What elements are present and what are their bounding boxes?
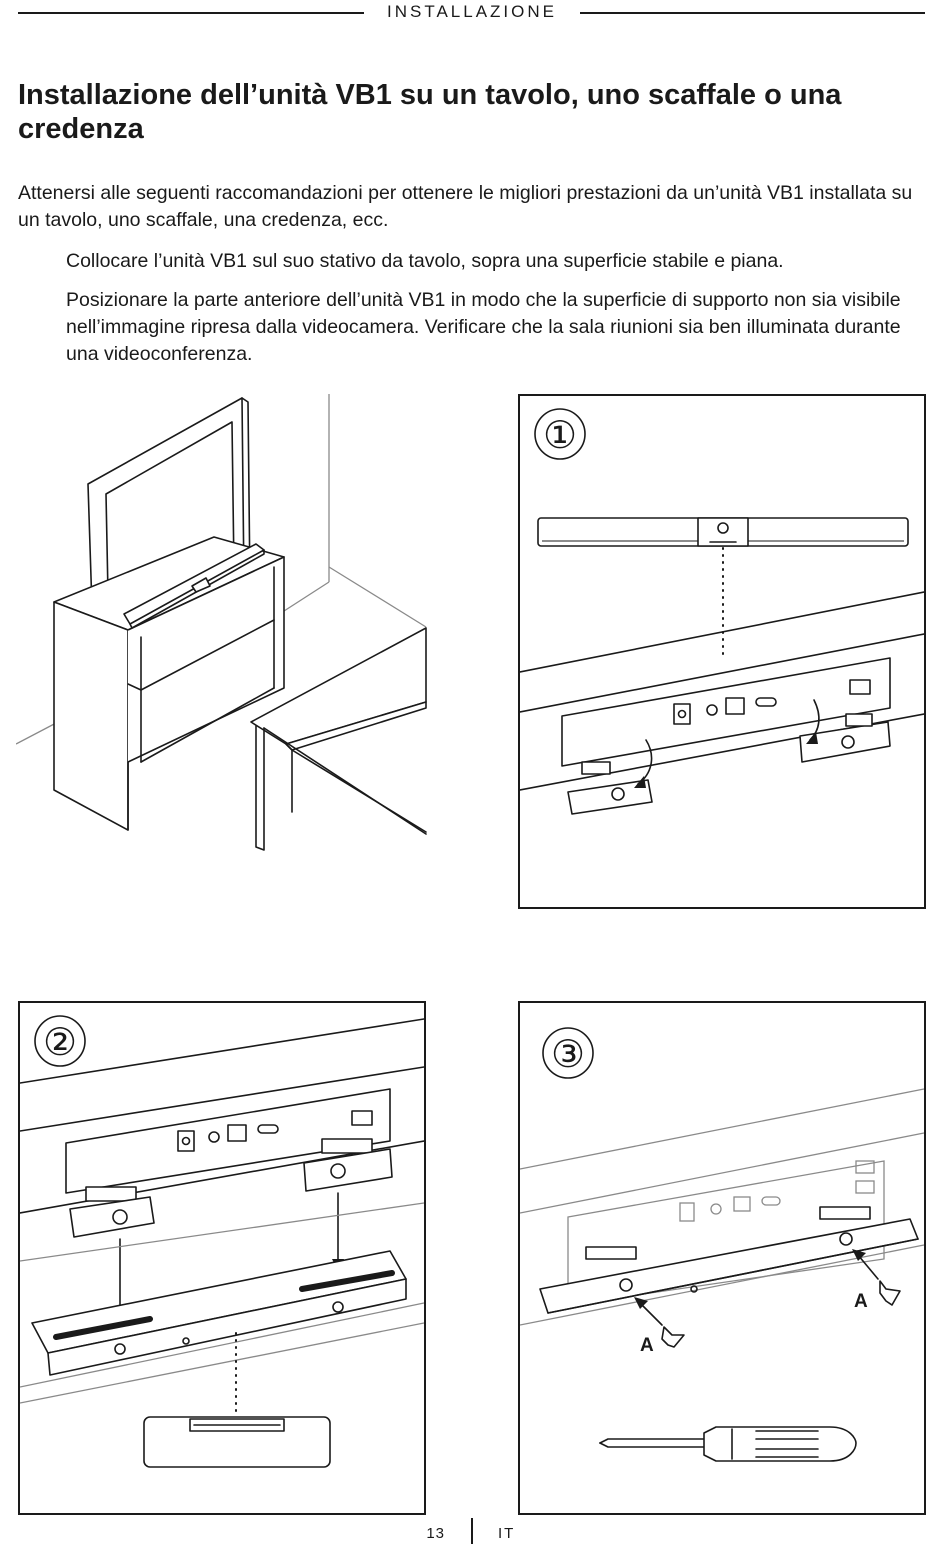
page-number: 13: [426, 1525, 445, 1542]
screw-a-left: [661, 1326, 685, 1348]
usbc-port-icon: [755, 697, 777, 707]
power-port-icon: [673, 703, 691, 725]
camera-lens-icon: [717, 522, 729, 534]
language-code: IT: [498, 1525, 516, 1542]
screw-label-left: A: [640, 1335, 654, 1356]
step-panel-3: ③ A A: [518, 1001, 926, 1515]
room-illustration-drawing: [16, 394, 427, 851]
bracket-left: [69, 1196, 155, 1238]
bracket-right: [303, 1148, 393, 1192]
step-number-3-circle: [542, 1027, 594, 1079]
instruction-positioning: Posizionare la parte anteriore dell’unit…: [66, 289, 901, 365]
intro-paragraph: Attenersi alle seguenti raccomandazioni …: [18, 182, 913, 231]
step-number-3-label: ③: [551, 1032, 585, 1076]
instruction-placement: Collocare l’unità VB1 sul suo stativo da…: [66, 250, 784, 272]
usb-port-icon: [227, 1124, 247, 1142]
room-illustration: [16, 392, 428, 854]
power-port-icon: [177, 1130, 195, 1152]
section-header-label: INSTALLAZIONE: [387, 2, 557, 21]
screwdriver-icon: [599, 1426, 857, 1462]
usb-port-icon: [725, 697, 745, 715]
step-number-1-label: ①: [543, 413, 577, 457]
section-header: INSTALLAZIONE: [0, 0, 950, 26]
screw-label-right: A: [854, 1291, 868, 1312]
usbc-port-icon: [257, 1124, 279, 1134]
step-number-2-label: ②: [43, 1020, 77, 1064]
hdmi-port-icon: [351, 1110, 373, 1126]
page-title: Installazione dell’unità VB1 su un tavol…: [18, 79, 842, 145]
step-panel-2: ②: [18, 1001, 426, 1515]
screw-hole-right: [839, 1232, 853, 1246]
hdmi-port-icon: [849, 679, 871, 695]
header-rule-right: [580, 12, 925, 14]
panel-3-drawing: ③ A A: [520, 1027, 924, 1462]
step-number-1-circle: [534, 408, 586, 460]
header-rule-left: [18, 12, 364, 14]
footer-divider: [471, 1518, 473, 1544]
step-panel-1: ①: [518, 394, 926, 909]
screw-hole-left: [619, 1278, 633, 1292]
audio-port-icon: [706, 704, 718, 716]
screw-a-right: [879, 1280, 901, 1306]
step-number-2-circle: [34, 1015, 86, 1067]
audio-port-icon: [208, 1131, 220, 1143]
panel-1-drawing: ①: [520, 408, 924, 815]
bracket-left: [567, 779, 653, 815]
page-footer: 13 IT: [0, 1516, 950, 1548]
panel-2-drawing: ②: [20, 1015, 424, 1468]
